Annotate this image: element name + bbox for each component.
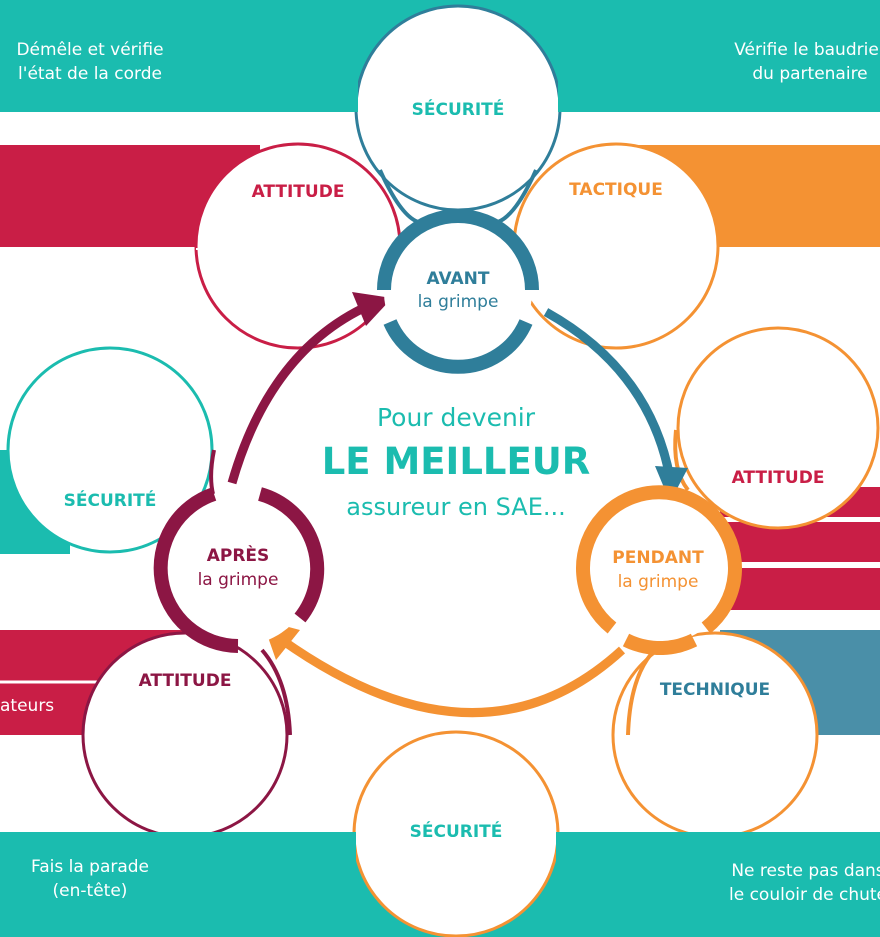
pendant-title: PENDANT (612, 548, 704, 568)
tip-top-left-line-1: Démêle et vérifie (16, 40, 163, 60)
top-band-mask-right (558, 0, 880, 112)
attitude-right-circle (676, 326, 880, 530)
top-band-mask (0, 0, 358, 112)
pendant-connector-top (673, 429, 690, 492)
securite-bottom-circle-fill (356, 734, 556, 934)
category-attitude-right: ATTITUDE (732, 468, 825, 488)
avant-connector-left (378, 169, 419, 224)
avant-ring (384, 218, 532, 366)
avant-ring-bottom (383, 319, 533, 374)
category-technique-right: TECHNIQUE (660, 680, 770, 700)
apres-sub: la grimpe (198, 570, 279, 590)
tip-bottom-right-line-1: Ne reste pas dans (731, 861, 880, 881)
center-line-3: assureur en SAE... (346, 493, 566, 521)
apres-ring-left (153, 487, 239, 653)
category-securite-bottom: SÉCURITÉ (410, 820, 503, 842)
apres-connector-bottom (260, 648, 292, 736)
tip-bottom-right-line-2: le couloir de chute (729, 885, 880, 905)
apres-ring-right (257, 487, 325, 623)
pendant-ring-gap-fill (622, 633, 698, 656)
tip-bottom-left-line-2: (en-tête) (53, 881, 128, 901)
tip-top-right-line-1: Vérifie le baudrier (734, 40, 880, 60)
apres-title: APRÈS (207, 544, 270, 566)
arrow-head-pendant (655, 466, 688, 502)
securite-top-circle-fill (358, 8, 558, 208)
center-line-2: LE MEILLEUR (322, 440, 591, 483)
pendant-ring (582, 492, 734, 644)
bottom-band-mask-right (556, 832, 880, 937)
category-securite-left: SÉCURITÉ (64, 489, 157, 511)
avant-ring-top (377, 209, 539, 291)
tactique-top-right-circle (512, 142, 720, 350)
arrow-apres-to-avant (227, 300, 372, 485)
avant-sub: la grimpe (418, 292, 499, 312)
avant-title: AVANT (427, 269, 490, 289)
tip-bottom-left-line-1: Fais la parade (31, 857, 149, 877)
tip-top-right-line-2: du partenaire (752, 64, 867, 84)
crimson-bar-right-3 (720, 568, 880, 610)
tip-top-left-line-2: l'état de la corde (18, 64, 162, 84)
category-tactique-top-right: TACTIQUE (569, 180, 663, 200)
pendant-sub: la grimpe (618, 572, 699, 592)
pendant-ring-main (576, 485, 742, 634)
avant-connector-right (497, 169, 538, 224)
category-attitude-left: ATTITUDE (139, 671, 232, 691)
category-attitude-top-left: ATTITUDE (252, 182, 345, 202)
crimson-bar-right-2 (720, 522, 880, 562)
bottom-band-mask-left (0, 832, 356, 937)
attitude-left-circle (81, 631, 289, 839)
arrow-head-avant (352, 292, 392, 326)
center-line-1: Pour devenir (377, 403, 536, 432)
tip-left-partial: ateurs (0, 696, 54, 716)
arrow-pendant-to-apres (279, 636, 626, 718)
category-securite-top: SÉCURITÉ (412, 98, 505, 120)
arrow-avant-to-pendant (543, 308, 675, 479)
apres-ring (160, 490, 316, 646)
